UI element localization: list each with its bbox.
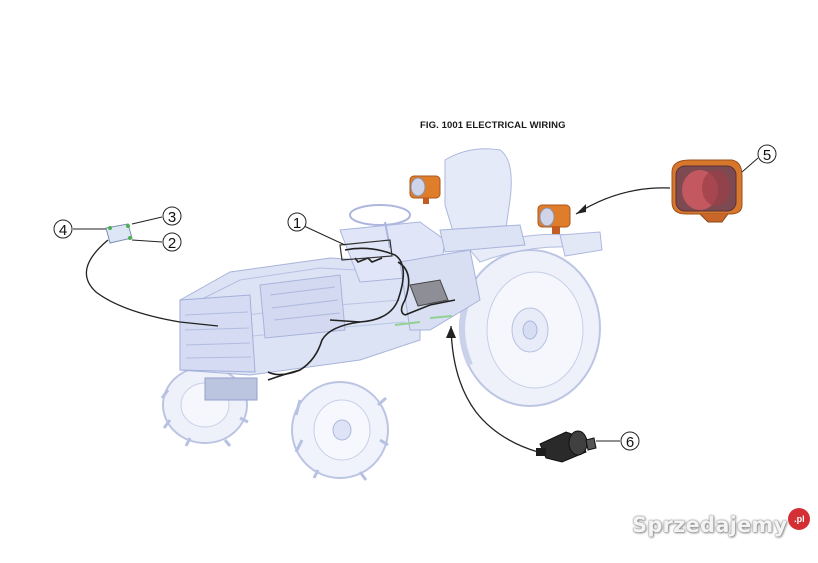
watermark: Sprzedajemy .pl — [632, 508, 811, 537]
callout-3: 3 — [131, 206, 182, 226]
watermark-badge: .pl — [788, 508, 811, 530]
callout-1: 1 — [287, 212, 346, 246]
seat — [444, 148, 512, 239]
svg-text:6: 6 — [626, 434, 634, 451]
front-weight — [204, 377, 258, 401]
harness-junction — [339, 239, 449, 307]
socket-icon — [536, 430, 597, 463]
leader-lamp — [575, 187, 671, 215]
steering-wheel — [349, 204, 411, 226]
work-lamp-part — [671, 159, 743, 223]
svg-text:4: 4 — [59, 222, 67, 239]
svg-text:5: 5 — [763, 147, 771, 164]
callout-2: 2 — [131, 232, 182, 252]
svg-text:3: 3 — [168, 209, 176, 226]
callout-6: 6 — [596, 431, 640, 451]
svg-text:1: 1 — [293, 215, 301, 232]
arrow-heads — [446, 204, 586, 338]
callout-4: 4 — [53, 219, 106, 239]
rear-wheel — [458, 249, 601, 407]
watermark-text: Sprzedajemy — [632, 513, 788, 537]
svg-text:2: 2 — [168, 235, 176, 252]
lamp-icon — [537, 204, 571, 234]
figure-title: FIG. 1001 ELECTRICAL WIRING — [420, 120, 566, 131]
tractor-illustration — [160, 148, 603, 481]
lamp-icon — [409, 175, 441, 204]
leader-socket — [450, 325, 539, 453]
regulator-icon — [105, 223, 133, 244]
front-grille — [179, 294, 256, 373]
leader-regulator — [85, 239, 219, 327]
front-wheel-right — [291, 381, 389, 481]
callout-5: 5 — [741, 144, 777, 173]
